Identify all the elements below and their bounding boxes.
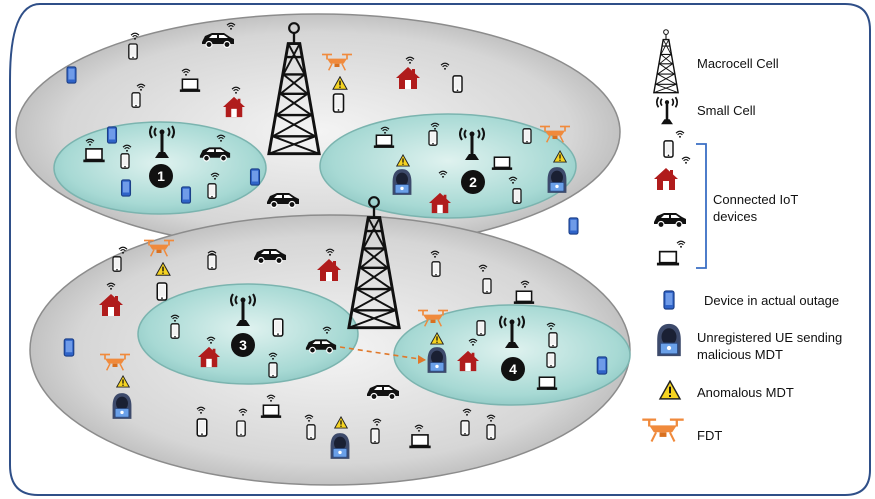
cell-badge-2: 2 — [461, 170, 485, 194]
phone-icon — [452, 75, 463, 93]
hacker-icon — [112, 392, 132, 420]
cell-number-4: 4 — [509, 361, 517, 377]
phone-icon — [512, 188, 522, 204]
phone-icon — [370, 428, 380, 444]
phone-icon — [546, 352, 556, 368]
laptop-icon — [536, 376, 558, 391]
phone-icon — [482, 278, 492, 294]
legend-small-cell-label: Small Cell — [697, 103, 756, 118]
legend-phone-icon — [663, 140, 674, 158]
laptop-icon — [408, 434, 432, 450]
outage-phone-icon — [596, 356, 608, 375]
phone-icon — [207, 254, 217, 270]
phone-icon — [460, 420, 470, 436]
laptop-icon — [373, 134, 395, 149]
outage-phone-icon — [63, 338, 75, 357]
legend-laptop-icon — [656, 250, 680, 267]
phone-icon — [522, 128, 532, 144]
hacker-icon — [392, 168, 412, 196]
phone-icon — [548, 332, 558, 348]
outage-phone-icon — [180, 186, 192, 204]
phone-icon — [207, 183, 217, 199]
outage-phone-icon — [249, 168, 261, 186]
hacker-icon — [427, 346, 447, 374]
outage-phone-icon — [66, 66, 77, 84]
legend-macrocell-label: Macrocell Cell — [697, 56, 779, 71]
cell-badge-1: 1 — [149, 164, 173, 188]
phone-icon — [486, 424, 496, 440]
phone-icon — [128, 43, 138, 60]
phone-icon — [268, 362, 278, 378]
phone-icon — [272, 318, 284, 337]
legend-hacker-icon — [656, 323, 682, 357]
phone-icon — [332, 93, 345, 113]
legend-outage-label: Device in actual outage — [704, 293, 840, 308]
legend-connected-iot-label-line1: Connected IoT — [713, 192, 799, 207]
legend-unregistered-label-line1: Unregistered UE sending — [697, 330, 843, 345]
legend-fdt-label: FDT — [697, 428, 723, 443]
hacker-icon — [330, 432, 350, 460]
laptop-icon — [260, 404, 282, 419]
outage-phone-icon — [120, 179, 132, 197]
phone-icon — [112, 256, 122, 272]
legend — [641, 29, 707, 443]
outage-phone-icon — [568, 217, 579, 235]
outage-phone-icon — [106, 126, 118, 144]
cell-badge-3: 3 — [231, 333, 255, 357]
phone-icon — [236, 420, 246, 437]
hacker-icon — [547, 166, 567, 194]
mobility-arrow — [339, 346, 427, 364]
phone-icon — [156, 282, 168, 301]
legend-connected-iot-label-line2: devices — [713, 209, 758, 224]
phone-icon — [306, 424, 316, 440]
laptop-icon — [513, 290, 535, 305]
legend-outage-phone-icon — [663, 290, 675, 310]
phone-icon — [131, 92, 141, 108]
phone-icon — [476, 320, 486, 336]
cell-number-1: 1 — [157, 168, 165, 184]
cell-number-3: 3 — [239, 337, 247, 353]
cell-number-2: 2 — [469, 174, 477, 190]
legend-bracket — [696, 143, 707, 269]
phone-icon — [120, 153, 130, 169]
phone-icon — [196, 418, 208, 437]
legend-unregistered-label-line2: malicious MDT — [697, 347, 783, 362]
phone-icon — [431, 261, 441, 277]
cell-badge-4: 4 — [501, 357, 525, 381]
phone-icon — [428, 130, 438, 146]
laptop-icon — [491, 156, 513, 171]
phone-icon — [170, 323, 180, 339]
laptop-icon — [82, 148, 106, 164]
laptop-icon — [179, 78, 201, 93]
small-cell-area-3 — [137, 283, 359, 385]
legend-anomalous-label: Anomalous MDT — [697, 385, 794, 400]
